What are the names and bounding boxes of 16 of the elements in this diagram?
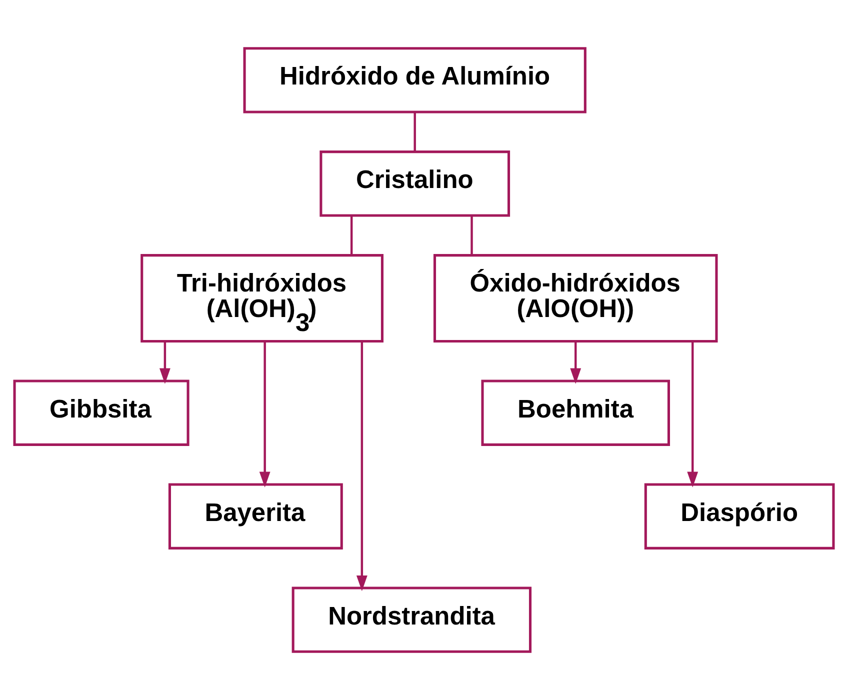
connector	[414, 112, 416, 151]
node-box: Hidróxido de Alumínio	[243, 46, 586, 113]
arrow	[570, 341, 582, 384]
arrow	[159, 341, 170, 384]
connector	[470, 215, 473, 254]
arrow	[356, 341, 368, 591]
node-box: Bayerita	[168, 482, 343, 549]
node-box: Nordstrandita	[292, 586, 532, 652]
node-box: Cristalino	[320, 150, 510, 216]
arrow	[687, 340, 698, 487]
node-box: Diaspório	[644, 482, 835, 549]
node-box: Óxido-hidróxidos (AlO(OH))	[433, 254, 718, 342]
arrow	[259, 340, 270, 487]
connector	[350, 215, 353, 254]
node-box: Boehmita	[481, 379, 670, 446]
node-box: Gibbsita	[13, 379, 190, 446]
